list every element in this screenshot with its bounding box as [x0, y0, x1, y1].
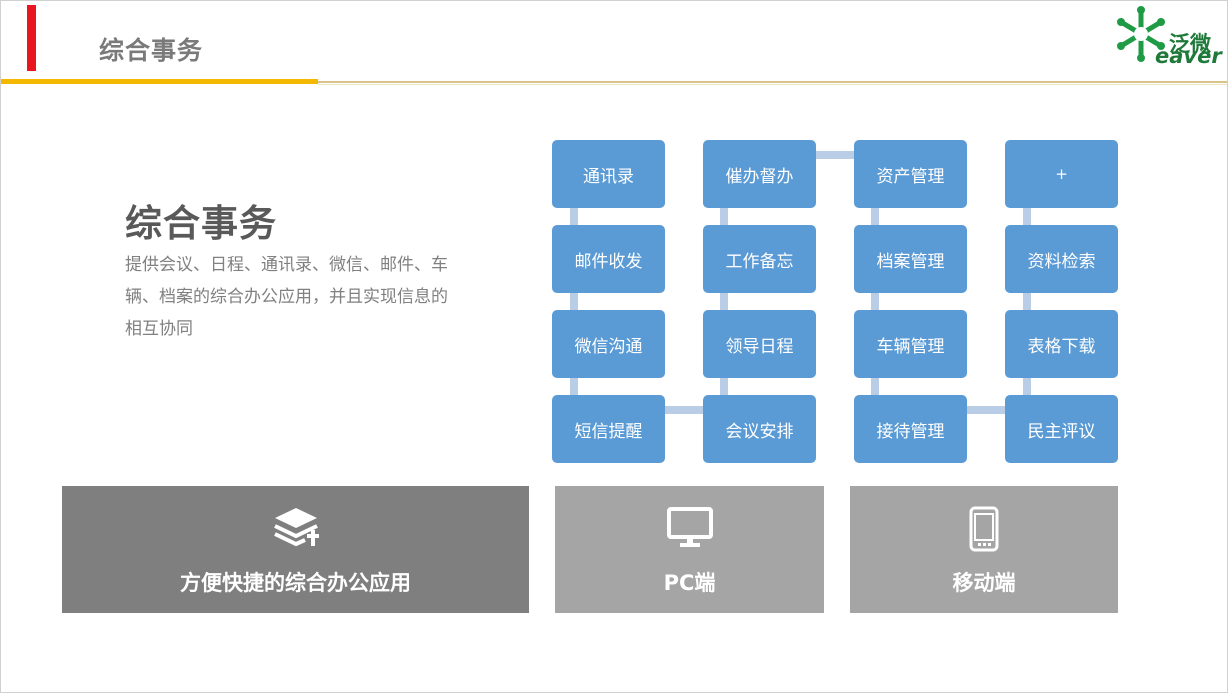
header-divider-orange [1, 79, 318, 84]
module-sms-reminder[interactable]: 短信提醒 [552, 395, 665, 463]
connector [720, 293, 728, 310]
connector [570, 293, 578, 310]
logo-chinese-text: 泛微 [1169, 32, 1211, 56]
connector [816, 151, 854, 159]
connector [871, 293, 879, 310]
section-title: 综合事务 [125, 202, 277, 245]
connector [720, 378, 728, 395]
logo-star-icon [1117, 6, 1165, 62]
module-leader-schedule[interactable]: 领导日程 [703, 310, 816, 378]
header-title: 综合事务 [99, 36, 204, 65]
connector [967, 406, 1005, 414]
header-accent-bar [27, 5, 36, 71]
module-reception[interactable]: 接待管理 [854, 395, 967, 463]
card-pc: PC端 [555, 486, 824, 613]
module-wechat[interactable]: 微信沟通 [552, 310, 665, 378]
layers-icon [273, 508, 319, 547]
header-divider-gold [318, 81, 1227, 83]
weaver-logo: 泛微 eaver [1113, 4, 1225, 68]
connector [1023, 208, 1031, 225]
connector [1023, 378, 1031, 395]
connector [871, 378, 879, 395]
connector [720, 208, 728, 225]
module-add[interactable]: + [1005, 140, 1118, 208]
module-contacts[interactable]: 通讯录 [552, 140, 665, 208]
module-archives[interactable]: 档案管理 [854, 225, 967, 293]
module-assets[interactable]: 资产管理 [854, 140, 967, 208]
module-form-download[interactable]: 表格下载 [1005, 310, 1118, 378]
card-label: 方便快捷的综合办公应用 [180, 571, 411, 595]
mobile-phone-icon [969, 506, 999, 552]
module-document-search[interactable]: 资料检索 [1005, 225, 1118, 293]
connector [570, 378, 578, 395]
module-grid: 通讯录 邮件收发 微信沟通 短信提醒 催办督办 工作备忘 领导日程 会议安排 资… [552, 140, 1118, 463]
connector [570, 208, 578, 225]
module-supervision[interactable]: 催办督办 [703, 140, 816, 208]
card-label: PC端 [663, 571, 716, 595]
card-integrated-office: 方便快捷的综合办公应用 [62, 486, 529, 613]
module-work-memo[interactable]: 工作备忘 [703, 225, 816, 293]
monitor-icon [666, 507, 713, 547]
connector [871, 208, 879, 225]
section-description: 提供会议、日程、通讯录、微信、邮件、车辆、档案的综合办公应用，并且实现信息的相互… [125, 255, 448, 339]
connector [1023, 293, 1031, 310]
header-divider-gold-thin [318, 84, 1227, 85]
module-meeting[interactable]: 会议安排 [703, 395, 816, 463]
connector [665, 406, 703, 414]
module-vehicles[interactable]: 车辆管理 [854, 310, 967, 378]
card-label: 移动端 [952, 571, 1016, 595]
module-mail[interactable]: 邮件收发 [552, 225, 665, 293]
module-democratic-review[interactable]: 民主评议 [1005, 395, 1118, 463]
card-mobile: 移动端 [850, 486, 1118, 613]
logo-english-text: eaver [1155, 44, 1222, 68]
